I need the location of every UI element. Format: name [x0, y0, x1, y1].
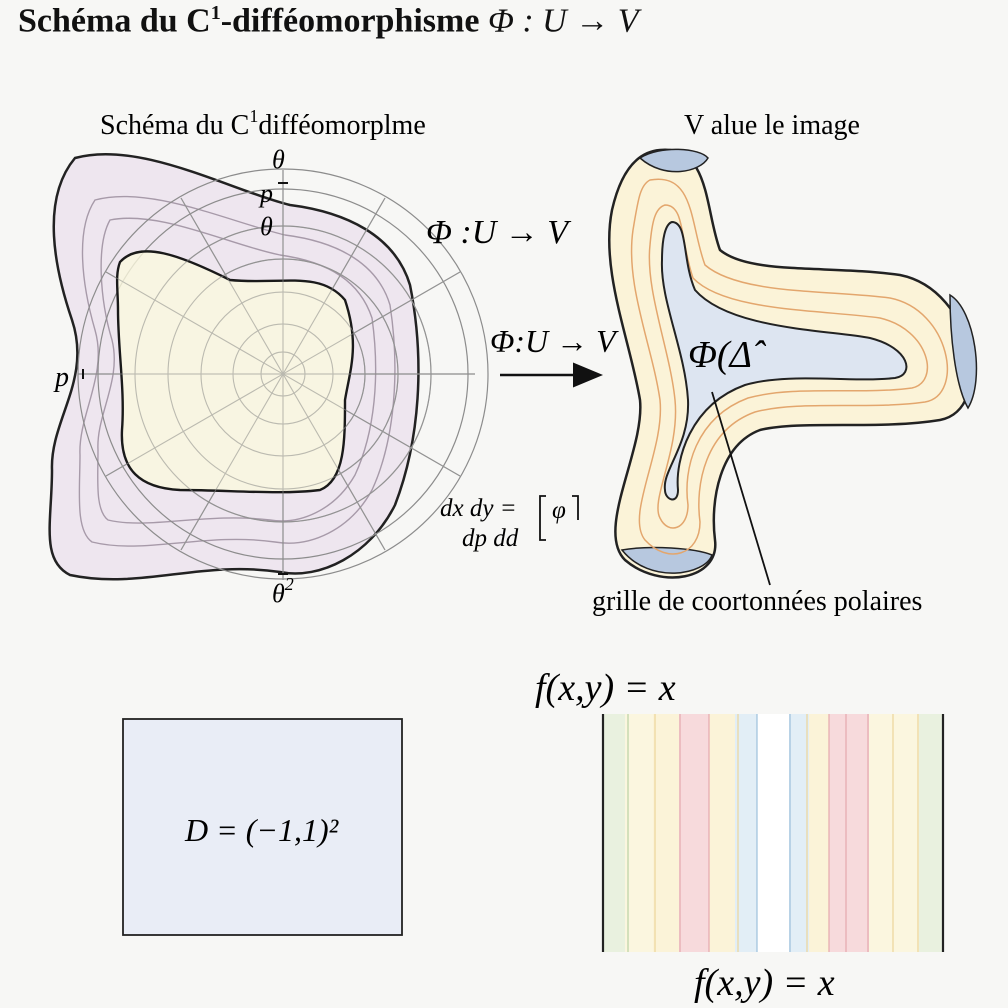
blob-cap-top	[638, 148, 709, 173]
arrow-label: Φ:U → V	[490, 323, 619, 359]
axis-label-top-theta2: θ	[260, 212, 273, 241]
pointer-label: grille de coortonnées polaires	[592, 586, 922, 617]
jacobian-numerator: dx dy =	[440, 495, 517, 522]
axis-label-top-theta: θ	[272, 145, 285, 174]
image-blob-inner	[660, 220, 908, 501]
title-suffix: -difféomorphisme	[220, 2, 480, 40]
stripe-lines	[601, 714, 945, 952]
right-caption: V alue le image	[684, 110, 860, 141]
map-label-left: Φ :U → V	[426, 214, 572, 251]
inner-grid-overlay	[105, 197, 461, 551]
axis-label-left-p: p	[53, 362, 69, 393]
domain-box	[122, 718, 403, 936]
axis-label-bottom-theta: θ2	[272, 574, 294, 608]
jacobian-denominator: dp dd	[462, 525, 519, 552]
stripes-top-label: f(x,y) = x	[535, 667, 676, 709]
blob-cap-right	[949, 293, 978, 410]
pointer-line	[711, 391, 771, 586]
title-sup: 1	[210, 2, 221, 24]
title-prefix: Schéma du C	[18, 2, 211, 40]
stripes-bottom-label: f(x,y) = x	[694, 962, 835, 1004]
axis-label-top-p: p	[258, 179, 273, 208]
stripe-field	[603, 714, 943, 952]
image-contours	[630, 178, 949, 555]
jacobian-phi: φ	[552, 497, 566, 524]
domain-box-label: D = (−1,1)²	[184, 812, 340, 848]
page-title: Schéma du C1-difféomorphisme Φ : U → V	[18, 2, 638, 40]
inner-region-shape	[115, 250, 355, 494]
jacobian-formula: dx dy = dp dd φ	[440, 495, 579, 552]
left-caption: Schéma du C1difféomorplme	[100, 106, 426, 141]
title-math: Φ : U → V	[487, 2, 639, 40]
